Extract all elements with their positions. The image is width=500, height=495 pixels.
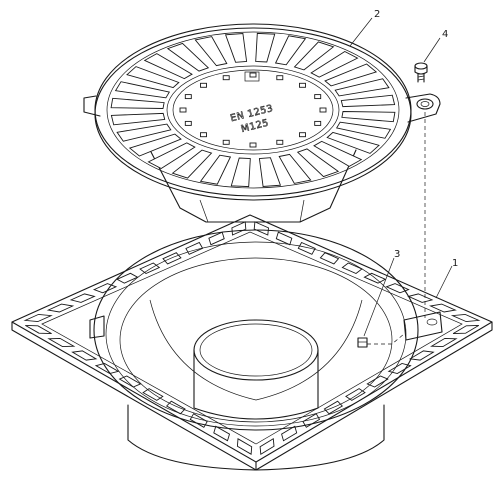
assembly-line-clip [367, 333, 405, 345]
frame-slot [407, 293, 434, 303]
bolt [414, 62, 428, 83]
callout-label-grate: 2 [374, 9, 380, 20]
frame-slot [430, 337, 458, 348]
grate-slot [310, 50, 359, 78]
frame-slot [208, 231, 225, 246]
grate-slot [166, 42, 210, 72]
frame-slot [259, 438, 275, 455]
grate-inner-slot [222, 139, 230, 145]
frame-slot [341, 262, 363, 275]
grate-slot [224, 33, 248, 63]
frame-slot [25, 324, 52, 335]
callout-label-frame: 1 [452, 258, 458, 269]
grate-inner-slot [299, 132, 306, 138]
grate-inner-slot [314, 120, 322, 126]
grate-slot [147, 142, 196, 170]
grate-slot [341, 111, 396, 123]
grate-inner-slot [249, 72, 257, 78]
grate-inner-slot [249, 142, 257, 148]
frame-slot [366, 375, 389, 388]
grate-inner-slot [222, 75, 230, 81]
frame-slot [47, 337, 76, 348]
callout-grate: 2 [349, 9, 380, 47]
grate-slot [171, 149, 213, 179]
drain-body [89, 229, 443, 471]
frame-slot [385, 283, 410, 294]
grate-slot [194, 36, 228, 67]
frame-slot [92, 283, 118, 294]
frame-slot [46, 303, 75, 313]
grate-slot [116, 123, 172, 142]
frame-slot [297, 241, 316, 255]
grate-slot [114, 81, 171, 99]
callout-frame: 1 [435, 258, 458, 299]
grate-slot [296, 148, 340, 178]
grate-slot [324, 63, 378, 87]
frame-slot [23, 313, 53, 323]
round-grate [83, 23, 441, 223]
grate-slot [258, 157, 282, 187]
callout-lock: 3 [363, 249, 400, 337]
frame-slot [213, 425, 231, 442]
grate-inner-slot [200, 132, 207, 138]
grate-slot [313, 140, 363, 167]
frame-slot [387, 363, 412, 374]
grate-inner-slot [299, 82, 306, 88]
callout-bolt: 4 [423, 29, 448, 63]
frame-slot [236, 438, 253, 455]
grate-marking: EN 1253 M125 [229, 103, 275, 136]
grate-inner-slot [314, 94, 322, 100]
grate-inner-slot [319, 107, 327, 113]
grate-inner-slot [276, 139, 284, 145]
frame-slots [23, 221, 481, 455]
grate-inner-slot [184, 120, 192, 126]
frame-slot [429, 303, 457, 313]
grate-slot [126, 66, 180, 89]
grate-slot [334, 78, 390, 97]
grate-radial-slots [110, 32, 396, 188]
grate-slot [293, 41, 335, 71]
grate-slot [274, 35, 307, 66]
frame-slot [319, 252, 340, 265]
frame-slot [281, 425, 298, 442]
frame-slot [345, 388, 366, 401]
frame-slot [162, 252, 182, 265]
grate-slot [255, 32, 276, 63]
frame-slot [450, 313, 481, 323]
grate-slot [143, 53, 193, 80]
frame-slot [452, 324, 480, 335]
grate-inner-slot [276, 75, 284, 81]
grate-slot [335, 121, 392, 139]
grate-slot [128, 133, 182, 157]
grate-slot [199, 154, 232, 185]
locking-clip [357, 337, 368, 348]
grate-inner-slot [184, 94, 192, 100]
frame-slot [408, 350, 435, 361]
frame-slot [71, 350, 98, 361]
grate-slot [110, 97, 165, 109]
grate-slot [326, 131, 380, 154]
frame-slot [69, 293, 96, 303]
callout-label-lock: 3 [394, 249, 400, 260]
frame-slot [231, 221, 247, 236]
grate-slot [230, 157, 251, 188]
grate-inner-slot [179, 107, 187, 113]
grate-slot [110, 112, 166, 126]
frame-slot [142, 388, 164, 401]
grate-inner-slot [200, 82, 207, 88]
frame-slot [139, 262, 161, 275]
grate-slot [340, 94, 396, 108]
callout-label-bolt: 4 [442, 29, 448, 40]
grate-inner-slots [179, 72, 327, 148]
frame-slot [253, 221, 269, 236]
square-frame [11, 214, 493, 471]
grate-slot [278, 153, 312, 184]
